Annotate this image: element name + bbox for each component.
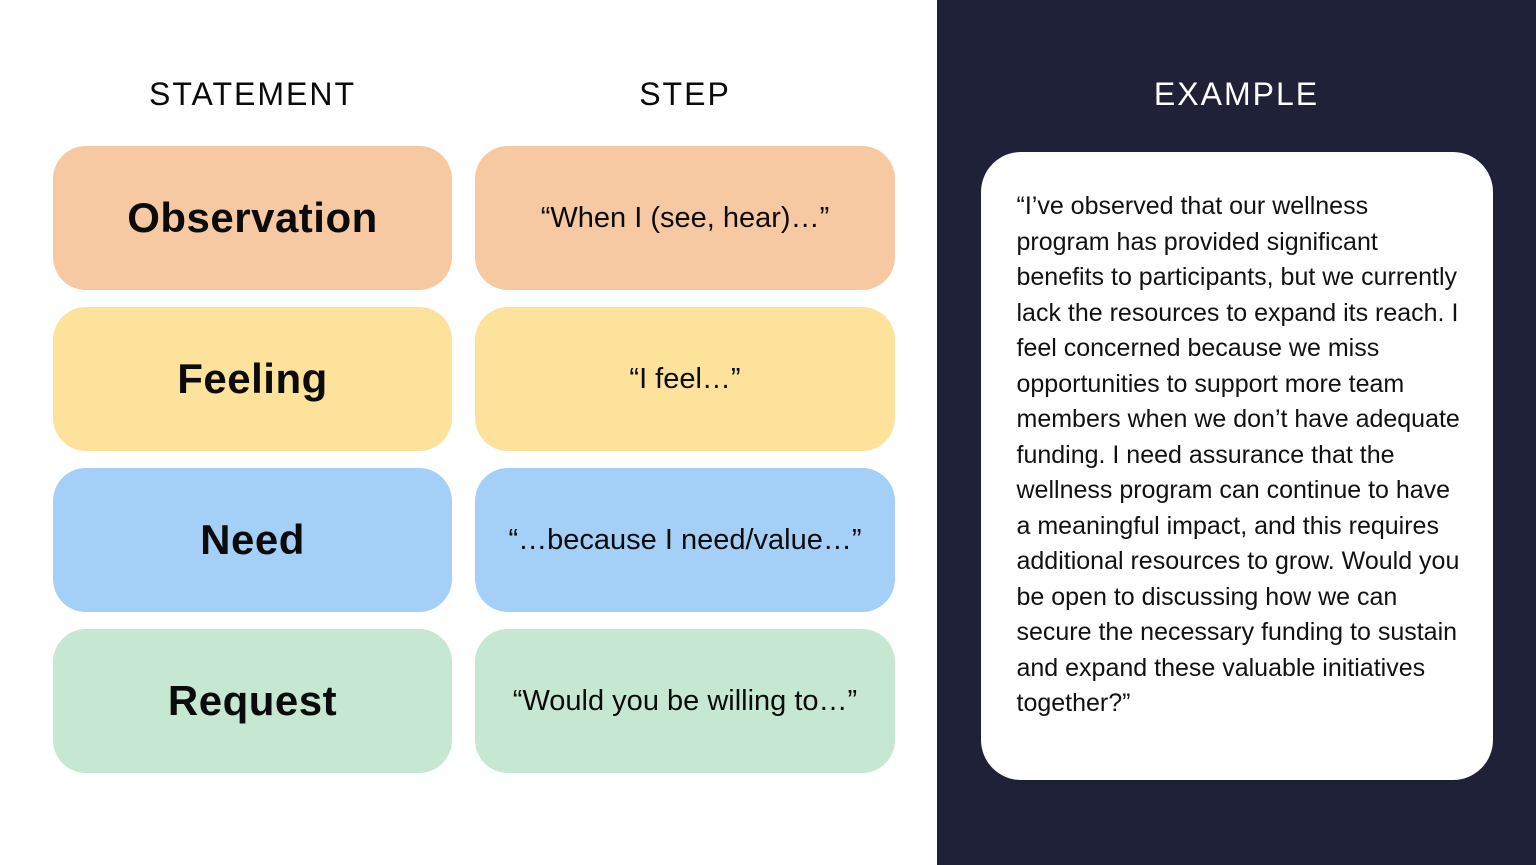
statement-box-request: Request: [53, 629, 452, 773]
step-box-observation: “When I (see, hear)…”: [475, 146, 895, 290]
statement-label-request: Request: [167, 677, 338, 724]
statement-label-observation: Observation: [127, 194, 378, 241]
step-label-need: “…because I need/value…”: [508, 523, 862, 556]
statement-box-feeling: Feeling: [53, 307, 452, 451]
example-panel-header: EXAMPLE: [1153, 76, 1320, 112]
statement-box-need: Need: [53, 468, 452, 612]
step-box-feeling: “I feel…”: [475, 307, 895, 451]
statement-column-header: STATEMENT: [148, 76, 357, 112]
statement-step-panel: STATEMENT Observation Feeling Need Reque…: [53, 0, 895, 773]
step-box-need: “…because I need/value…”: [475, 468, 895, 612]
step-label-observation: “When I (see, hear)…”: [540, 201, 830, 234]
step-column-header: STEP: [639, 76, 731, 112]
statement-label-feeling: Feeling: [177, 355, 328, 402]
statement-box-observation: Observation: [53, 146, 452, 290]
statement-boxes: Observation Feeling Need Request: [53, 146, 452, 773]
step-boxes: “When I (see, hear)…” “I feel…” “…becaus…: [475, 146, 895, 773]
step-label-feeling: “I feel…”: [629, 362, 741, 395]
example-panel: EXAMPLE “I’ve observed that our wellness…: [937, 0, 1536, 865]
step-label-request: “Would you be willing to…”: [512, 684, 858, 717]
example-card: “I’ve observed that our wellness program…: [980, 152, 1493, 780]
statement-label-need: Need: [200, 516, 305, 563]
statement-column: STATEMENT Observation Feeling Need Reque…: [53, 0, 452, 773]
example-quote-text: “I’ve observed that our wellness program…: [1016, 192, 1460, 717]
step-column: STEP “When I (see, hear)…” “I feel…” “…b…: [475, 0, 895, 773]
step-box-request: “Would you be willing to…”: [475, 629, 895, 773]
